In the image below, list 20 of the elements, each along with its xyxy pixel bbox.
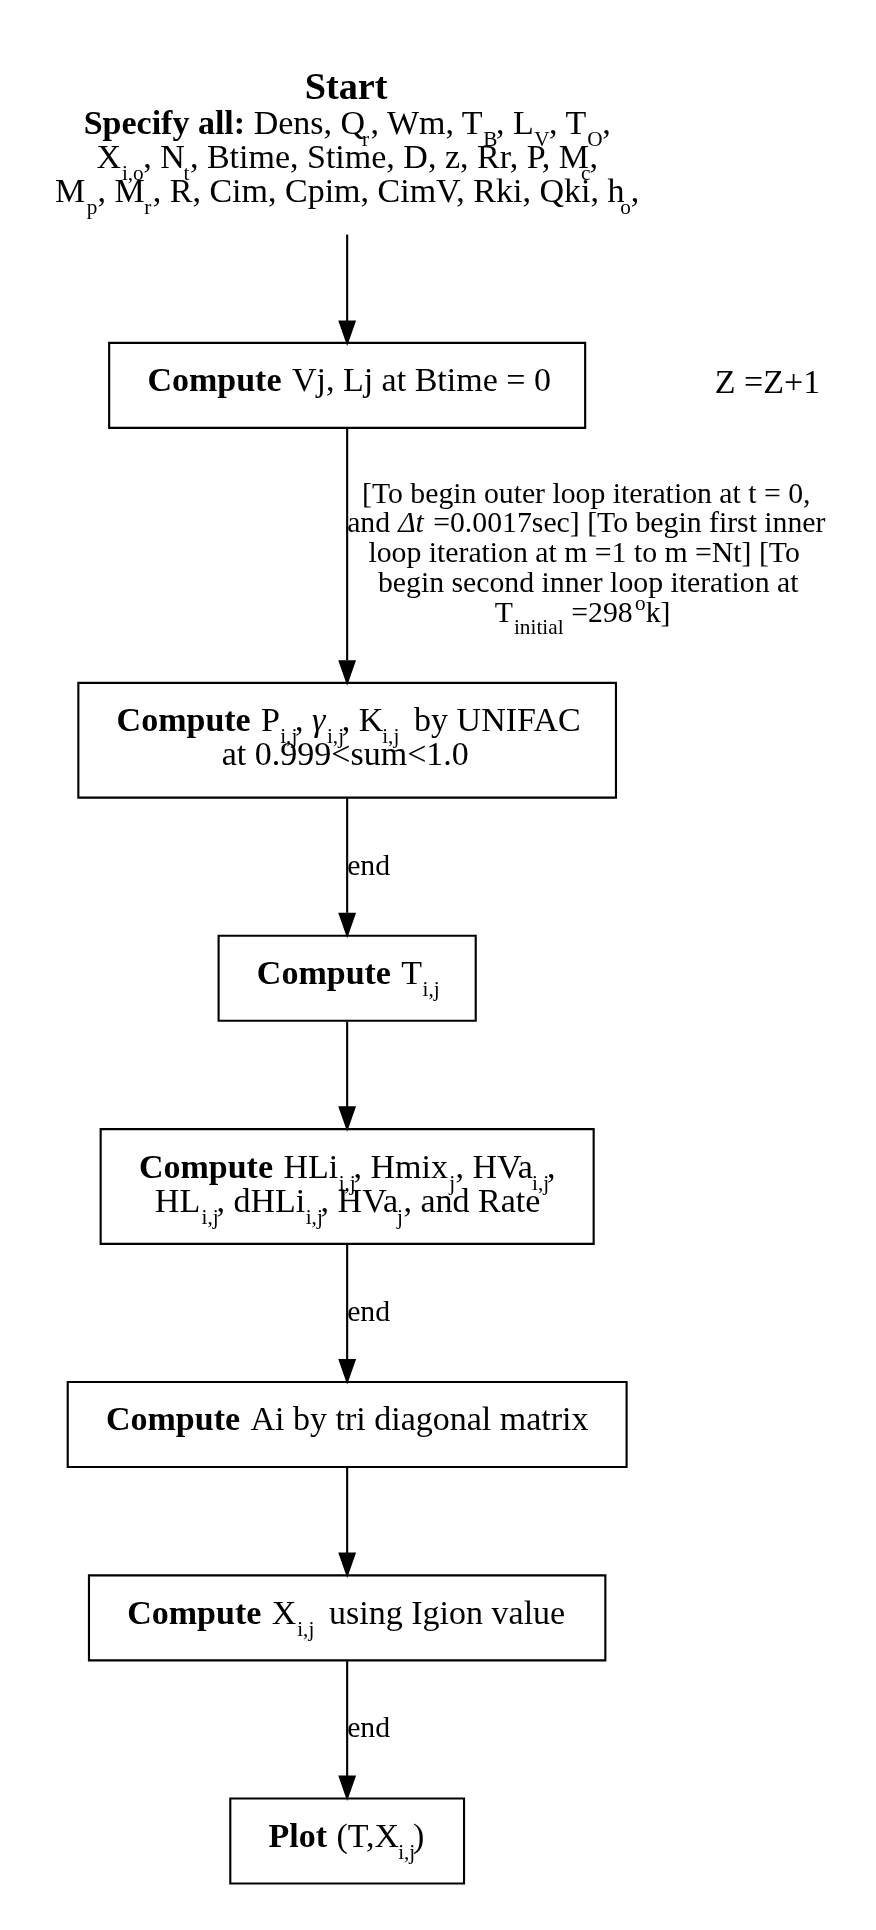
node-box: Compute Vj, Lj at Btime = 0 xyxy=(108,341,587,429)
node-box: Plot (T,X$_{i,j}$) xyxy=(229,1796,466,1885)
edge-label: end xyxy=(347,1709,391,1743)
edge-label: [To begin outer loop iteration at t = 0, and Δt =0.0017sec] [To begin first inner loop iteration at m =1 to m =Nt] [To begin second inner loop iteration at T$_{initial}$ =298$^{o}$k] xyxy=(347,475,826,639)
edge-label: end xyxy=(347,847,391,881)
arrow xyxy=(338,1243,357,1384)
node-box: Compute HLi$_{i,j}$, Hmix$_{j}$, HVa$_{i,j}$, HL$_{i,j}$, dHLi$_{i,j}$, HVa$_{j}$, and Rate xyxy=(99,1127,595,1245)
node-box: Compute T$_{i,j}$ xyxy=(217,934,477,1022)
node-text: Start Specify all: Dens, Q$_{r}$, Wm, T$_{B}$, L$_{V}$, T$_{O}$, X$_{i,o}$, N$_{t}$, Btime, Stime, D, z, Rr, P, M$_{c}$, M$_{p}$, M$_{r}$, R, Cim, Cpim, CimV, Rki, Qki, h$_{o}$, xyxy=(54,64,640,219)
arrow xyxy=(338,1467,357,1578)
arrow xyxy=(338,427,357,686)
arrow xyxy=(338,797,357,938)
edge-label: end xyxy=(347,1293,391,1327)
node-box: Compute Ai by tri diagonal matrix xyxy=(66,1380,628,1468)
node-box: Compute P$_{i,j}$, γ$_{i,j}$, K$_{i,j}$ by UNIFAC at 0.999<sum<1.0 xyxy=(77,681,618,799)
arrow xyxy=(338,1021,357,1132)
label: Z =Z+1 xyxy=(714,362,821,400)
node-box: Compute X$_{i,j}$ using Igion value xyxy=(87,1573,607,1661)
arrow xyxy=(338,1660,357,1801)
arrow xyxy=(338,234,357,346)
